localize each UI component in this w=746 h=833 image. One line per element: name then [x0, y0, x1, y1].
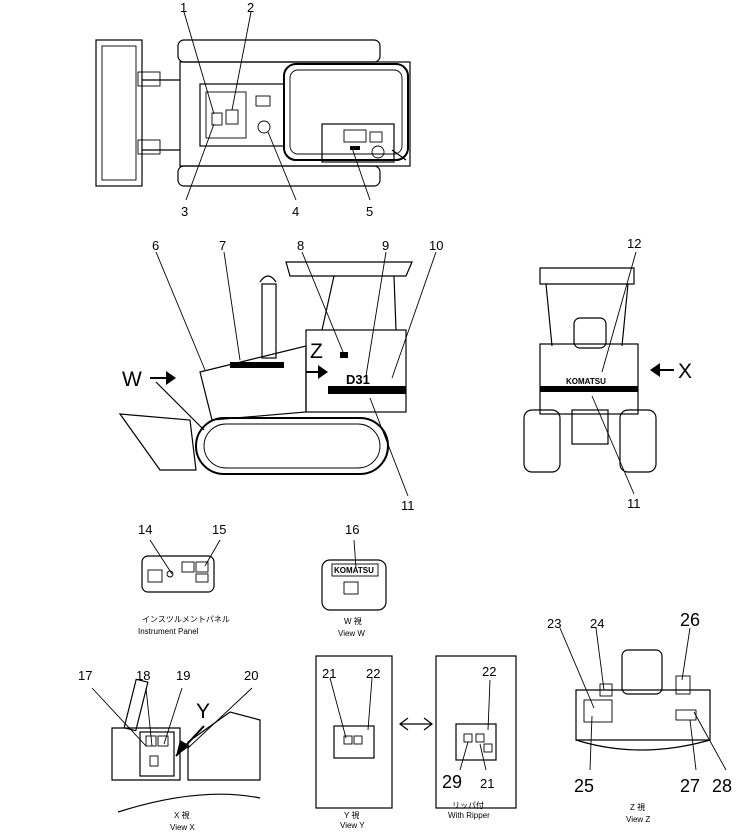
callout-5: 5 [366, 204, 373, 219]
callout-29: 29 [442, 772, 462, 792]
view-z-detail [559, 627, 727, 771]
callout-4: 4 [292, 204, 299, 219]
view-z-caption: View Z [626, 815, 650, 824]
callout-17: 17 [78, 668, 92, 683]
callout-14: 14 [138, 522, 152, 537]
view-z-arrow-label: Z [310, 340, 323, 363]
callout-3: 3 [181, 204, 188, 219]
callout-10: 10 [429, 238, 443, 253]
callout-20: 20 [244, 668, 258, 683]
double-arrow [399, 717, 433, 731]
callout-15: 15 [212, 522, 226, 537]
callout-21-y: 21 [322, 666, 336, 681]
arrow-w-icon [150, 371, 176, 385]
callout-28: 28 [712, 776, 732, 796]
instrument-panel-caption-jp: インスツルメントパネル [142, 615, 230, 624]
instrument-panel-caption: Instrument Panel [138, 627, 199, 636]
with-ripper-caption: With Ripper [448, 811, 490, 820]
top-view-machine [95, 39, 411, 187]
callout-2: 2 [247, 0, 254, 15]
callout-27: 27 [680, 776, 700, 796]
view-w-plate [321, 539, 387, 611]
top-view-leaders [183, 11, 371, 201]
model-text: D31 [346, 372, 370, 387]
view-w-caption-jp: W 視 [344, 617, 362, 626]
callout-9: 9 [382, 238, 389, 253]
view-y-caption: View Y [340, 821, 365, 830]
with-ripper-box [435, 655, 517, 809]
view-w-caption: View W [338, 629, 365, 638]
callout-16: 16 [345, 522, 359, 537]
callout-23: 23 [547, 616, 561, 631]
view-x-caption-jp: X 視 [174, 811, 190, 820]
view-y-arrow-label: Y [196, 700, 210, 723]
instrument-panel [141, 539, 221, 593]
view-x-caption: View X [170, 823, 195, 832]
callout-11-rear: 11 [627, 496, 641, 511]
callout-21-ripper: 21 [480, 776, 494, 791]
callout-25: 25 [574, 776, 594, 796]
callout-19: 19 [176, 668, 190, 683]
callout-26: 26 [680, 610, 700, 630]
view-y-box [315, 655, 393, 809]
arrow-x-icon [650, 363, 674, 377]
callout-24: 24 [590, 616, 604, 631]
callout-7: 7 [219, 238, 226, 253]
rear-view-leaders [591, 251, 637, 495]
view-w-arrow-label: W [122, 368, 142, 391]
view-x-arrow-label: X [678, 360, 692, 383]
callout-6: 6 [152, 238, 159, 253]
callout-8: 8 [297, 238, 304, 253]
callout-22-ripper: 22 [482, 664, 496, 679]
callout-12: 12 [627, 236, 641, 251]
brand-text: KOMATSU [566, 377, 606, 386]
callout-1: 1 [180, 0, 187, 15]
side-view-machine [118, 261, 413, 475]
callout-18: 18 [136, 668, 150, 683]
side-view-leaders [155, 251, 437, 497]
arrow-z-icon [306, 365, 328, 379]
view-y-caption-jp: Y 視 [344, 811, 359, 820]
callout-11-side: 11 [401, 498, 415, 513]
brand-text-w: KOMATSU [334, 566, 374, 575]
view-z-caption-jp: Z 視 [630, 803, 645, 812]
rear-view-machine [523, 267, 657, 473]
callout-22-y: 22 [366, 666, 380, 681]
with-ripper-caption-jp: リッパ付 [452, 800, 484, 810]
view-x-detail [91, 678, 261, 813]
